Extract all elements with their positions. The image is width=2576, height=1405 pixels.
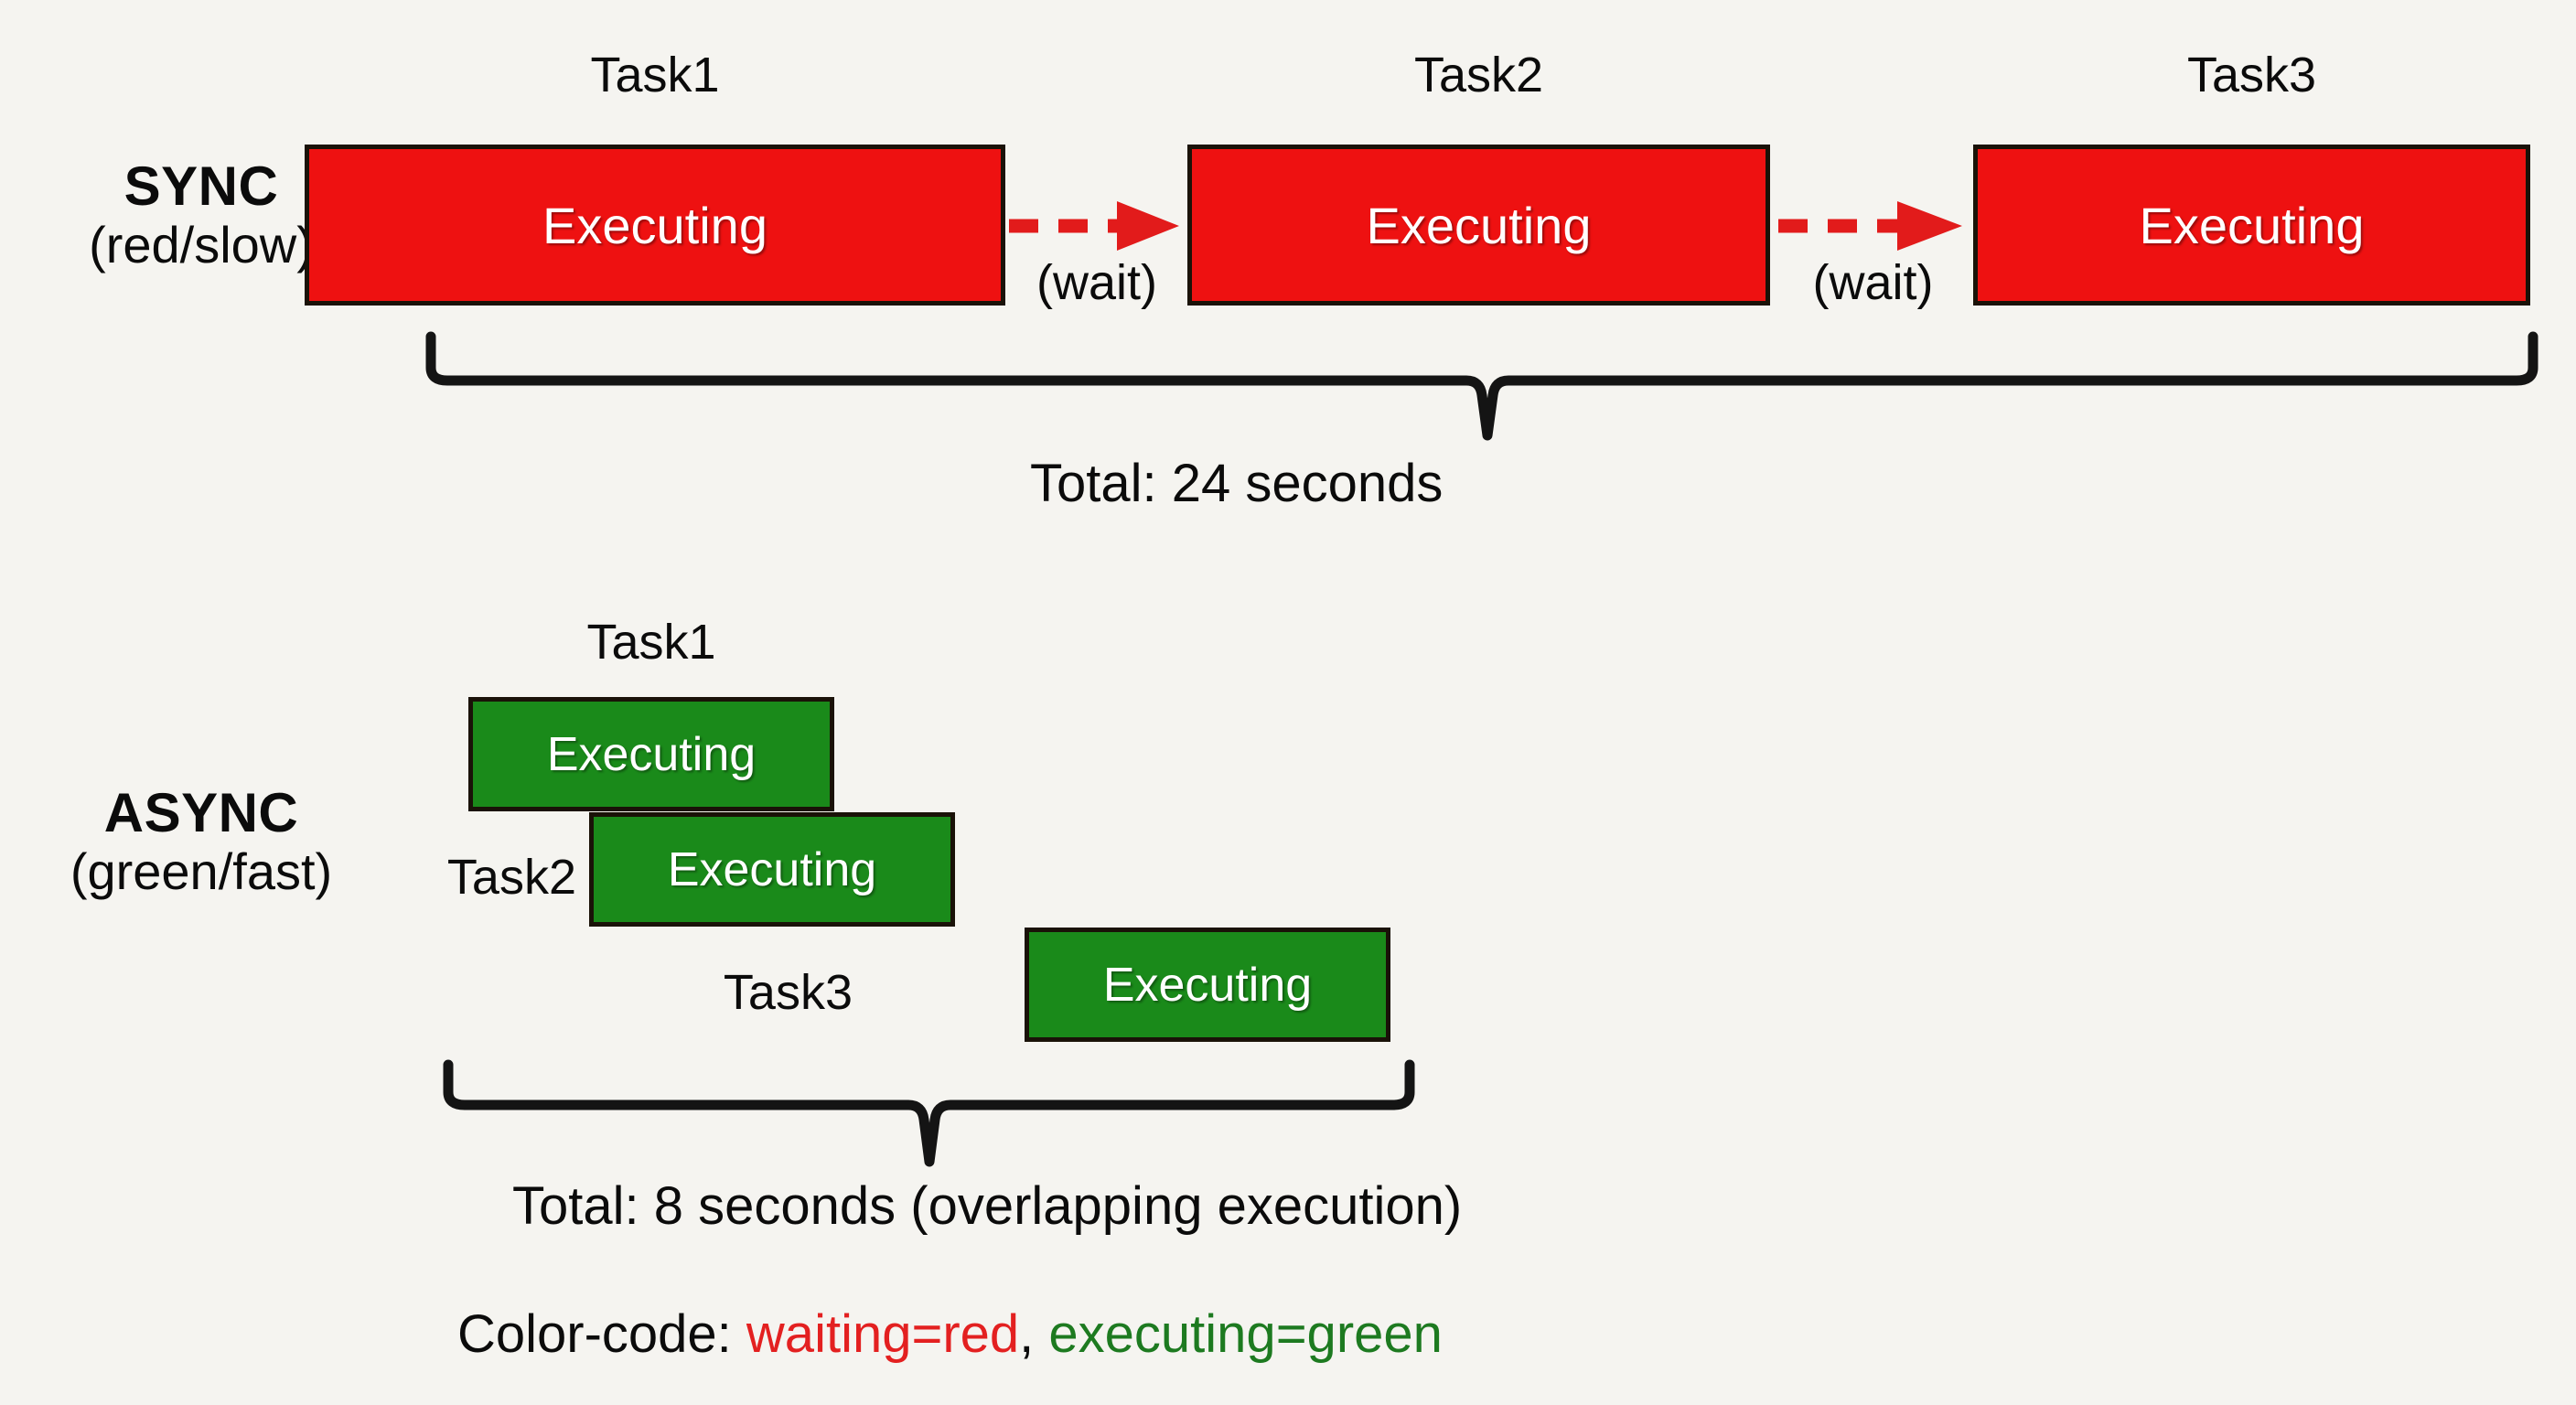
sync-task1-body: Executing: [542, 196, 767, 254]
sync-task3-box[interactable]: Executing: [1973, 145, 2530, 306]
async-task2-caption: Task2: [446, 850, 576, 905]
async-label-sub: (green/fast): [70, 842, 333, 901]
sync-row-label: SYNC (red/slow): [9, 156, 393, 274]
sync-task2-body: Executing: [1366, 196, 1592, 254]
async-task3-caption: Task3: [723, 965, 853, 1020]
sync-total-text: Total: 24 seconds: [1030, 454, 1444, 513]
async-task2-body: Executing: [667, 842, 877, 896]
sync-wait-label-1: (wait): [1036, 255, 1157, 310]
sync-task2-box[interactable]: Executing: [1187, 145, 1770, 306]
sync-task3-body: Executing: [2139, 196, 2365, 254]
sync-task1-caption: Task1: [590, 48, 720, 102]
async-row-label: ASYNC (green/fast): [9, 782, 393, 901]
async-task3-box[interactable]: Executing: [1025, 928, 1390, 1042]
async-label-main: ASYNC: [103, 782, 299, 843]
color-code-executing: executing=green: [1048, 1304, 1443, 1364]
sync-wait-label-2: (wait): [1812, 255, 1934, 310]
sync-wait-arrow-1: [1009, 201, 1179, 251]
async-task2-box[interactable]: Executing: [589, 812, 955, 927]
async-task1-box[interactable]: Executing: [468, 697, 834, 811]
color-code-legend: Color-code: waiting=red, executing=green: [457, 1308, 1738, 1361]
sync-task2-caption: Task2: [1413, 48, 1544, 102]
color-code-separator: ,: [1019, 1304, 1049, 1364]
sync-label-main: SYNC: [123, 156, 279, 217]
sync-wait-arrow-2: [1778, 201, 1962, 251]
async-task3-body: Executing: [1102, 958, 1313, 1012]
sync-task3-caption: Task3: [2186, 48, 2317, 102]
color-code-prefix: Color-code:: [457, 1304, 746, 1364]
async-task1-caption: Task1: [586, 615, 716, 670]
sync-task1-box[interactable]: Executing: [305, 145, 1005, 306]
async-total-text: Total: 8 seconds (overlapping execution): [512, 1176, 1463, 1236]
sync-label-sub: (red/slow): [89, 216, 314, 274]
sync-total-bracket: [425, 331, 2538, 441]
color-code-waiting: waiting=red: [746, 1304, 1020, 1364]
async-total-bracket: [443, 1059, 1415, 1167]
async-task1-body: Executing: [546, 727, 757, 781]
